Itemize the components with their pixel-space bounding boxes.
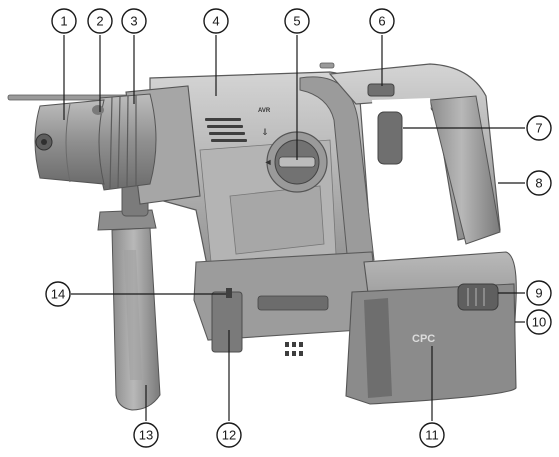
trigger-switch: [377, 111, 403, 165]
callout-6: 6: [369, 8, 395, 34]
callout-14: 14: [45, 281, 71, 307]
svg-text:6: 6: [378, 14, 385, 29]
mode-mark-hammer: ◄: [264, 157, 273, 167]
svg-text:1: 1: [60, 14, 67, 29]
svg-text:12: 12: [222, 428, 236, 443]
chuck-assembly: [34, 85, 201, 205]
battery-brand-label: CPC: [412, 333, 435, 345]
callout-4: 4: [203, 8, 229, 34]
svg-text:11: 11: [425, 428, 439, 443]
callout-3: 3: [121, 8, 147, 34]
svg-text:8: 8: [535, 176, 542, 191]
svg-text:4: 4: [212, 14, 219, 29]
svg-text:14: 14: [51, 287, 65, 302]
mode-selector-dial: ◄ ⇓: [261, 127, 328, 193]
direction-switch: [367, 83, 395, 97]
callout-2: 2: [87, 8, 113, 34]
power-label: AVR: [258, 108, 271, 114]
auxiliary-side-handle: [97, 169, 161, 411]
battery-indicator: [226, 288, 232, 298]
svg-text:7: 7: [535, 121, 542, 136]
callout-12: 12: [216, 422, 242, 448]
callout-5: 5: [284, 8, 310, 34]
svg-text:10: 10: [532, 315, 546, 330]
callout-9: 9: [526, 280, 552, 306]
battery-release-ribs: [467, 288, 485, 306]
callout-8: 8: [526, 170, 552, 196]
svg-text:2: 2: [96, 14, 103, 29]
svg-text:13: 13: [139, 428, 153, 443]
svg-text:3: 3: [130, 14, 137, 29]
battery-pack: CPC: [345, 251, 517, 405]
mode-mark-drill: ⇓: [261, 127, 269, 137]
svg-text:5: 5: [293, 14, 300, 29]
callout-1: 1: [51, 8, 77, 34]
lower-vents: [285, 342, 303, 356]
callout-13: 13: [133, 422, 159, 448]
leader-lines: [63, 35, 525, 421]
callout-11: 11: [419, 422, 445, 448]
air-vents: [205, 118, 247, 142]
callout-10: 10: [526, 309, 552, 335]
svg-text:9: 9: [535, 286, 542, 301]
callout-7: 7: [526, 115, 552, 141]
lower-housing: [193, 251, 377, 356]
chuck-grip-rings: [109, 95, 137, 190]
